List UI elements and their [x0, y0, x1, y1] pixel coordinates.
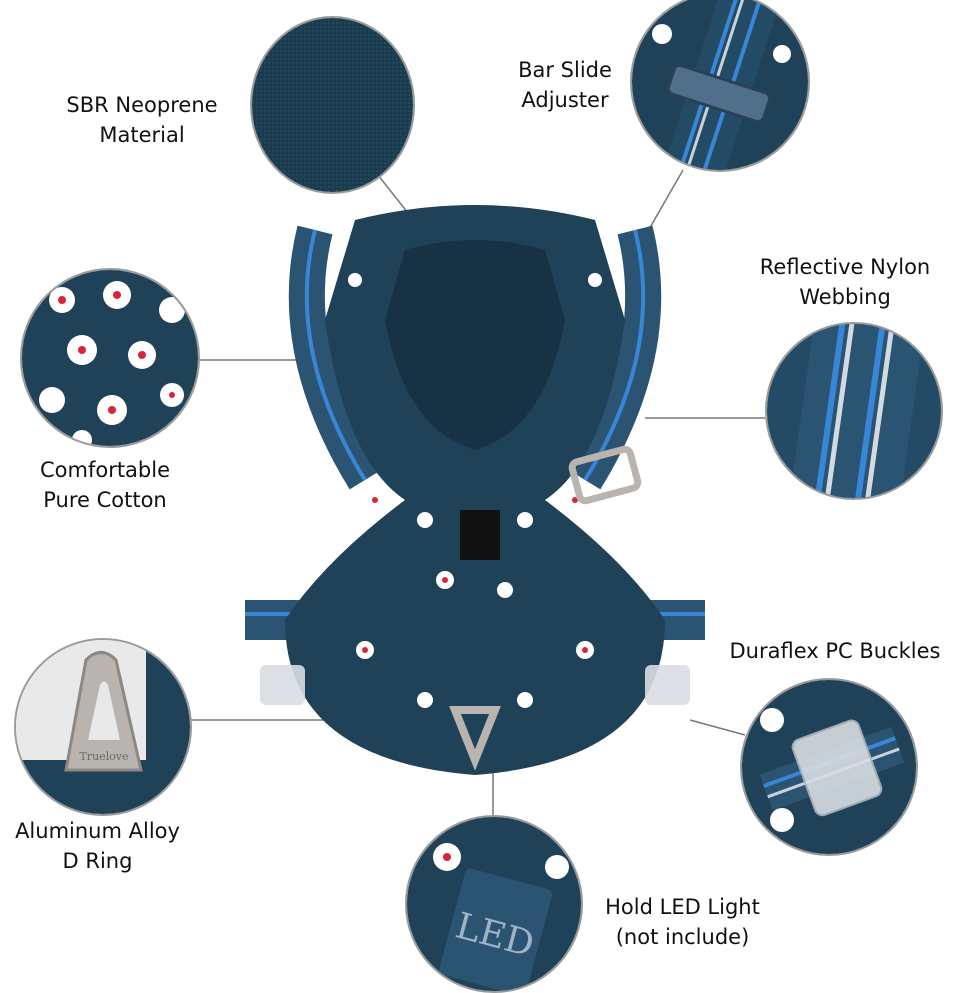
neoprene-closeup — [250, 16, 415, 194]
dring-brand-engraving: Truelove — [79, 750, 128, 763]
adjuster-closeup — [630, 0, 810, 172]
connector-buckles — [689, 719, 746, 736]
harness-product — [245, 200, 705, 780]
dring-closeup: Truelove — [14, 638, 192, 816]
buckle-closeup — [740, 678, 918, 856]
brand-logo — [460, 510, 500, 560]
label-led: Hold LED Light(not include) — [605, 895, 760, 949]
cotton-closeup — [20, 268, 200, 448]
nylon-closeup — [765, 322, 943, 500]
label-buckles: Duraflex PC Buckles — [729, 639, 941, 663]
led-closeup: LED — [405, 815, 583, 993]
